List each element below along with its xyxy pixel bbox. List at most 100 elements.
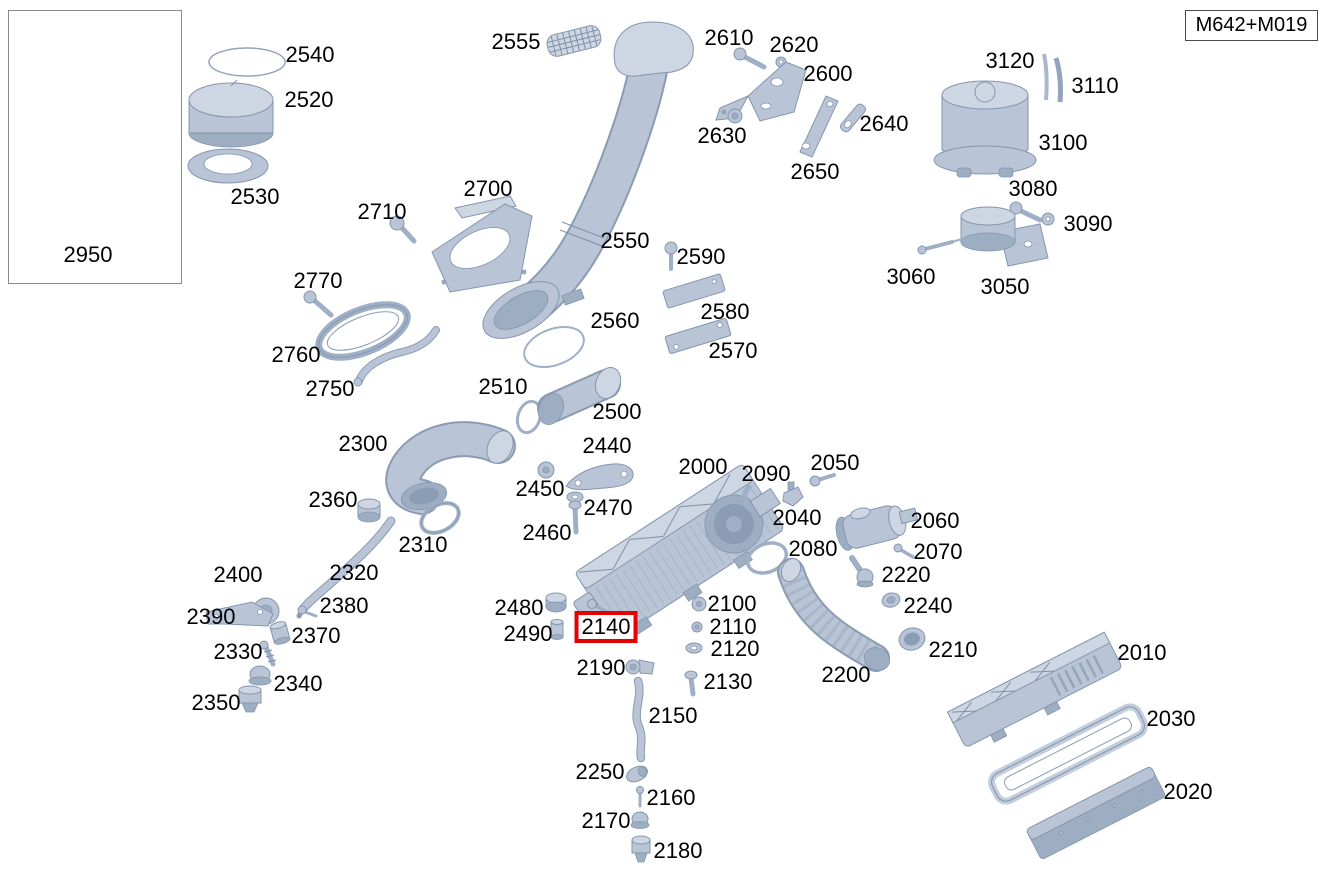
part-2510-graphic (515, 399, 543, 435)
part-label-2440[interactable]: 2440 (582, 433, 632, 458)
part-label-2190[interactable]: 2190 (576, 655, 626, 680)
part-label-2710[interactable]: 2710 (357, 199, 407, 224)
part-label-2570[interactable]: 2570 (708, 338, 758, 363)
part-label-2400[interactable]: 2400 (213, 562, 263, 587)
part-label-2010[interactable]: 2010 (1117, 640, 1167, 665)
part-label-2090[interactable]: 2090 (741, 461, 791, 486)
part-label-2320[interactable]: 2320 (329, 560, 379, 585)
part-label-2555[interactable]: 2555 (491, 29, 541, 54)
part-label-2510[interactable]: 2510 (478, 374, 528, 399)
part-2490-graphic (550, 619, 564, 640)
part-label-2580[interactable]: 2580 (700, 299, 750, 324)
part-label-2470[interactable]: 2470 (583, 495, 633, 520)
part-2330-graphic (259, 640, 277, 667)
part-3090-graphic (1041, 212, 1055, 226)
part-label-2540[interactable]: 2540 (285, 42, 335, 67)
part-label-2950[interactable]: 2950 (63, 242, 113, 267)
part-2350-graphic (238, 685, 262, 713)
part-label-2070[interactable]: 2070 (913, 539, 963, 564)
part-label-2700[interactable]: 2700 (463, 176, 513, 201)
part-label-3080[interactable]: 3080 (1008, 176, 1058, 201)
part-label-2160[interactable]: 2160 (646, 785, 696, 810)
part-label-3060[interactable]: 3060 (886, 264, 936, 289)
part-label-3120[interactable]: 3120 (985, 48, 1035, 73)
part-2110-graphic (691, 621, 703, 633)
part-label-2040[interactable]: 2040 (772, 505, 822, 530)
part-2010-graphic (946, 631, 1122, 747)
part-label-3050[interactable]: 3050 (980, 274, 1030, 299)
part-label-2590[interactable]: 2590 (676, 244, 726, 269)
part-label-2760[interactable]: 2760 (271, 342, 321, 367)
part-label-2130[interactable]: 2130 (703, 669, 753, 694)
part-label-2210[interactable]: 2210 (928, 637, 978, 662)
part-label-2140[interactable]: 2140 (574, 611, 638, 643)
part-label-2100[interactable]: 2100 (707, 591, 757, 616)
part-label-3110[interactable]: 3110 (1071, 73, 1119, 98)
part-label-2460[interactable]: 2460 (522, 520, 572, 545)
part-label-2110[interactable]: 2110 (709, 614, 757, 639)
part-2570-graphic (664, 318, 732, 354)
part-label-2180[interactable]: 2180 (653, 838, 703, 863)
part-label-2630[interactable]: 2630 (697, 123, 747, 148)
part-label-2060[interactable]: 2060 (910, 508, 960, 533)
part-label-2200[interactable]: 2200 (821, 662, 871, 687)
part-label-2640[interactable]: 2640 (859, 111, 909, 136)
part-2250-graphic (626, 765, 648, 783)
part-label-2300[interactable]: 2300 (338, 431, 388, 456)
part-label-2340[interactable]: 2340 (273, 671, 323, 696)
part-label-2120[interactable]: 2120 (710, 636, 760, 661)
part-3100-graphic (933, 80, 1037, 178)
part-2650-graphic (799, 95, 839, 158)
part-2770-graphic (303, 290, 334, 318)
part-label-2310[interactable]: 2310 (398, 532, 448, 557)
part-label-2360[interactable]: 2360 (308, 487, 358, 512)
part-label-2050[interactable]: 2050 (810, 450, 860, 475)
part-label-2080[interactable]: 2080 (788, 536, 838, 561)
part-label-2530[interactable]: 2530 (230, 184, 280, 209)
part-2340-graphic (248, 665, 272, 686)
part-label-2390[interactable]: 2390 (186, 604, 236, 629)
part-label-2030[interactable]: 2030 (1146, 706, 1196, 731)
part-label-2610[interactable]: 2610 (704, 25, 754, 50)
part-label-2490[interactable]: 2490 (503, 621, 553, 646)
part-2540-graphic (208, 47, 286, 77)
part-2550-graphic (482, 21, 694, 339)
part-2310-graphic (419, 501, 461, 535)
part-label-2450[interactable]: 2450 (515, 476, 565, 501)
part-label-2170[interactable]: 2170 (581, 808, 631, 833)
part-label-2520[interactable]: 2520 (284, 87, 334, 112)
part-label-2550[interactable]: 2550 (600, 228, 650, 253)
part-2300-graphic (385, 421, 516, 515)
part-label-2020[interactable]: 2020 (1163, 779, 1213, 804)
part-2060-graphic (835, 505, 919, 551)
part-2520-graphic (188, 79, 274, 148)
part-2610-graphic (733, 47, 767, 70)
part-label-2350[interactable]: 2350 (191, 690, 241, 715)
part-label-2240[interactable]: 2240 (903, 593, 953, 618)
part-label-2500[interactable]: 2500 (592, 399, 642, 424)
part-label-2600[interactable]: 2600 (803, 61, 853, 86)
part-label-2770[interactable]: 2770 (293, 268, 343, 293)
part-2040-graphic (782, 481, 804, 507)
part-label-2380[interactable]: 2380 (319, 593, 369, 618)
part-2020-graphic (1026, 766, 1166, 859)
part-label-3090[interactable]: 3090 (1063, 211, 1113, 236)
part-label-2330[interactable]: 2330 (213, 639, 263, 664)
part-label-2220[interactable]: 2220 (881, 562, 931, 587)
part-label-2650[interactable]: 2650 (790, 159, 840, 184)
part-label-2750[interactable]: 2750 (305, 376, 355, 401)
part-label-2480[interactable]: 2480 (494, 595, 544, 620)
part-label-2250[interactable]: 2250 (575, 759, 625, 784)
part-2760-graphic (315, 301, 411, 361)
part-label-3100[interactable]: 3100 (1038, 130, 1088, 155)
part-label-2560[interactable]: 2560 (590, 308, 640, 333)
part-label-2620[interactable]: 2620 (769, 32, 819, 57)
part-label-2000[interactable]: 2000 (678, 454, 728, 479)
part-label-2370[interactable]: 2370 (291, 623, 341, 648)
part-label-2150[interactable]: 2150 (648, 703, 698, 728)
part-2180-graphic (631, 835, 651, 863)
part-2530-graphic (187, 148, 269, 184)
part-2150-graphic (632, 676, 646, 763)
part-2000-graphic (573, 464, 784, 637)
